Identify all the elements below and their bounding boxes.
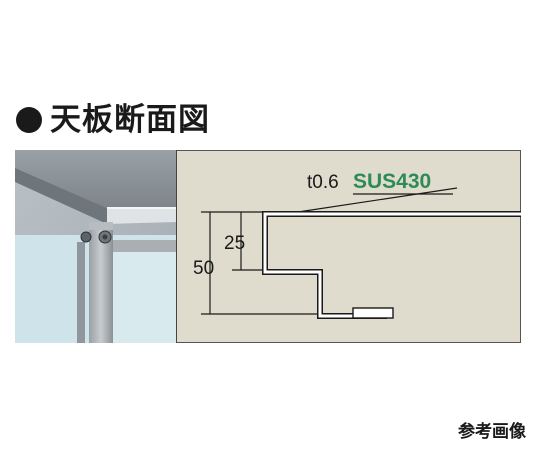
dimension-25-label: 25 [224, 233, 245, 254]
table-corner-photo [15, 150, 177, 343]
material-label: SUS430 [353, 170, 431, 193]
section-heading: 天板断面図 [16, 96, 210, 144]
cross-section-svg: t0.6 SUS430 25 50 [193, 170, 521, 319]
top-plate-profile [262, 211, 521, 319]
black-circle-bullet-icon [16, 107, 42, 133]
thickness-label: t0.6 [307, 172, 339, 193]
dimension-lines [201, 187, 458, 315]
table-corner-illustration [15, 150, 176, 343]
dimension-50-label: 50 [193, 258, 214, 279]
cross-section-drawing: t0.6 SUS430 25 50 [177, 150, 521, 343]
reference-image-label: 参考画像 [458, 422, 526, 442]
heading-title: 天板断面図 [50, 101, 210, 138]
